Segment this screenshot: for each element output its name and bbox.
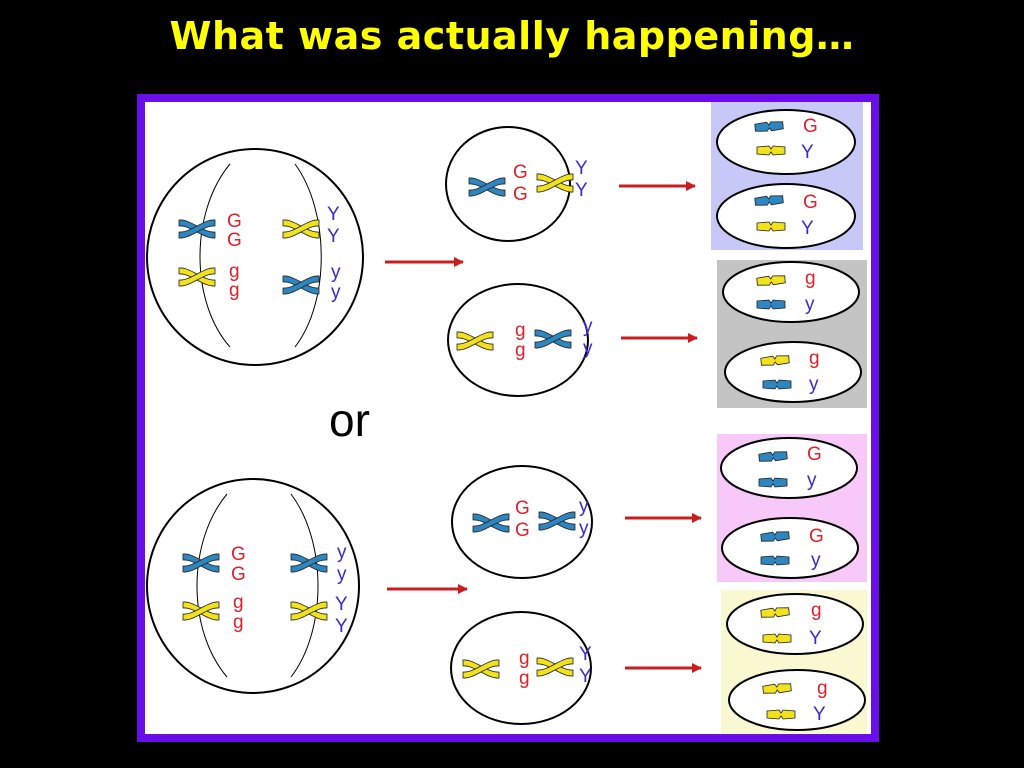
allele-label: Y: [579, 644, 592, 665]
gamete-cell-5: G y: [720, 437, 858, 499]
allele-label: y: [337, 542, 347, 563]
allele-label: g: [229, 280, 240, 301]
allele-label: g: [515, 320, 526, 341]
allele-label: g: [515, 340, 526, 361]
allele-label: G: [809, 526, 824, 547]
allele-label: Y: [575, 180, 588, 201]
allele-label: G: [515, 520, 530, 541]
gamete-cell-8: g Y: [728, 669, 866, 731]
allele-label: Y: [801, 142, 814, 163]
allele-label: G: [807, 444, 822, 465]
allele-label: G: [227, 211, 242, 232]
gamete-cell-1: G Y: [716, 109, 856, 175]
allele-label: g: [229, 261, 240, 282]
allele-label: y: [331, 282, 341, 303]
allele-label: G: [803, 116, 818, 137]
allele-label: Y: [579, 666, 592, 687]
gamete-cell-7: g Y: [726, 593, 864, 655]
gamete-cell-2: G Y: [716, 183, 856, 249]
allele-label: G: [231, 564, 246, 585]
allele-label: Y: [335, 616, 348, 637]
allele-label: y: [809, 374, 819, 395]
slide-title: What was actually happening…: [169, 14, 855, 58]
allele-label: G: [227, 230, 242, 251]
allele-label: y: [583, 316, 593, 337]
allele-label: g: [817, 678, 828, 699]
allele-label: y: [337, 564, 347, 585]
gamete-cell-4: g y: [724, 341, 862, 403]
allele-label: Y: [813, 704, 826, 725]
allele-label: G: [515, 498, 530, 519]
allele-label: y: [805, 294, 815, 315]
allele-label: g: [233, 612, 244, 633]
allele-label: g: [811, 600, 822, 621]
allele-label: Y: [335, 594, 348, 615]
allele-label: G: [513, 162, 528, 183]
allele-label: Y: [801, 218, 814, 239]
allele-label: Y: [327, 204, 340, 225]
parent-cell-1: G G g g Y Y y y: [146, 148, 364, 366]
allele-label: g: [809, 348, 820, 369]
allele-label: y: [579, 518, 589, 539]
allele-label: g: [519, 668, 530, 689]
allele-label: G: [513, 184, 528, 205]
allele-label: y: [807, 470, 817, 491]
allele-label: g: [805, 268, 816, 289]
allele-label: y: [583, 338, 593, 359]
allele-label: G: [803, 192, 818, 213]
gamete-cell-3: g y: [722, 261, 860, 323]
allele-label: y: [579, 496, 589, 517]
gamete-cell-6: G y: [721, 517, 859, 579]
allele-label: Y: [575, 158, 588, 179]
intermediate-cell-2: g g y y: [447, 283, 593, 397]
allele-label: g: [519, 648, 530, 669]
allele-label: Y: [809, 628, 822, 649]
meiosis-diagram: G G g g Y Y y y G G g g y y Y Y: [146, 102, 867, 734]
diagram-frame: G G g g Y Y y y G G g g y y Y Y: [137, 94, 879, 742]
allele-label: y: [331, 262, 341, 283]
allele-label: Y: [327, 226, 340, 247]
intermediate-cell-4: g g Y Y: [450, 611, 592, 725]
parent-cell-2: G G g g y y Y Y: [146, 478, 360, 694]
intermediate-cell-1: G G Y Y: [445, 126, 588, 242]
or-separator: or: [329, 394, 370, 446]
allele-label: g: [233, 592, 244, 613]
allele-label: G: [231, 544, 246, 565]
allele-label: y: [811, 550, 821, 571]
intermediate-cell-3: G G y y: [451, 465, 593, 579]
